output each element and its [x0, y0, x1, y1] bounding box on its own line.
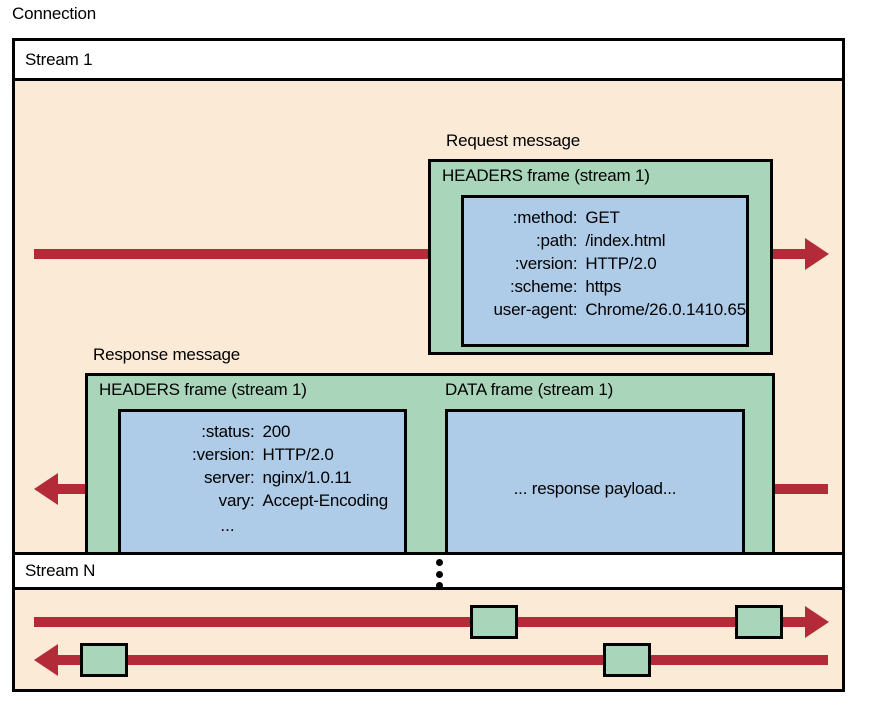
stream-n-outbound-arrow-head-icon — [805, 606, 829, 638]
header-value: HTTP/2.0 — [262, 445, 334, 464]
stream-n-inbound-frame-2 — [603, 643, 651, 677]
request-headers-payload: :method: GET :path: /index.html :version… — [461, 195, 749, 347]
header-value: nginx/1.0.11 — [262, 468, 352, 487]
header-name: :method: — [512, 208, 578, 227]
table-row: user-agent: Chrome/26.0.1410.65 — [464, 298, 747, 321]
stream-n-inbound-arrow-head-icon — [34, 644, 58, 676]
connection-caption: Connection — [12, 4, 97, 23]
header-name: :scheme: — [509, 277, 578, 296]
header-value: GET — [585, 208, 620, 227]
header-value: Accept-Encoding — [262, 491, 389, 510]
request-message-label: Request message — [446, 131, 581, 150]
header-name: :status: — [201, 422, 255, 441]
header-value: Chrome/26.0.1410.65 — [585, 300, 746, 319]
stream-n-outbound-frame-1 — [470, 605, 518, 639]
stream-n-label: Stream N — [25, 561, 96, 580]
header-name: vary: — [218, 491, 255, 510]
stream-n-body — [15, 590, 842, 689]
header-name: :path: — [536, 231, 578, 250]
response-data-payload: ... response payload... — [445, 409, 745, 568]
response-frames-group: HEADERS frame (stream 1) DATA frame (str… — [85, 373, 775, 578]
stream-1-body: Request message HEADERS frame (stream 1)… — [15, 81, 842, 578]
response-arrow-head-icon — [34, 473, 58, 505]
response-data-frame-title: DATA frame (stream 1) — [445, 380, 614, 399]
stream-1-header: Stream 1 — [15, 41, 842, 81]
stream-n-inbound-arrow-line — [58, 655, 828, 665]
header-value: 200 — [262, 422, 291, 441]
response-message-label: Response message — [93, 345, 241, 364]
response-headers-payload: :status: 200 :version: HTTP/2.0 server: … — [118, 409, 407, 568]
table-row: server: nginx/1.0.11 — [121, 466, 404, 489]
table-row: vary: Accept-Encoding — [121, 489, 404, 512]
table-row: :scheme: https — [464, 275, 746, 298]
stream-n-outbound-arrow-line — [34, 617, 807, 627]
request-headers-frame: HEADERS frame (stream 1) :method: GET :p… — [428, 159, 773, 355]
stream-1-label: Stream 1 — [25, 49, 93, 69]
table-row: :path: /index.html — [464, 229, 746, 252]
table-row: :version: HTTP/2.0 — [121, 443, 404, 466]
stream-n-header: Stream N — [15, 552, 842, 590]
request-arrow-head-icon — [805, 238, 829, 270]
header-value: https — [585, 277, 622, 296]
header-name: :version: — [192, 445, 255, 464]
table-row: :method: GET — [464, 206, 746, 229]
connection-frame: Stream 1 Request message HEADERS frame (… — [12, 38, 845, 692]
header-name: server: — [203, 468, 255, 487]
request-headers-table: :method: GET :path: /index.html :version… — [464, 206, 747, 321]
request-headers-frame-title: HEADERS frame (stream 1) — [442, 166, 650, 185]
stream-n-outbound-frame-2 — [735, 605, 783, 639]
table-row: :status: 200 — [121, 420, 404, 443]
table-row: :version: HTTP/2.0 — [464, 252, 746, 275]
vertical-ellipsis-icon — [433, 559, 445, 589]
header-value: /index.html — [585, 231, 666, 250]
response-headers-table: :status: 200 :version: HTTP/2.0 server: … — [121, 420, 404, 512]
response-headers-continuation: ... — [220, 516, 235, 535]
header-value: HTTP/2.0 — [585, 254, 657, 273]
response-headers-frame-title: HEADERS frame (stream 1) — [99, 380, 307, 399]
stream-n-inbound-frame-1 — [80, 643, 128, 677]
request-arrow-line — [34, 249, 807, 259]
header-name: :version: — [514, 254, 578, 273]
header-name: user-agent: — [493, 300, 578, 319]
response-payload-text: ... response payload... — [513, 478, 677, 498]
